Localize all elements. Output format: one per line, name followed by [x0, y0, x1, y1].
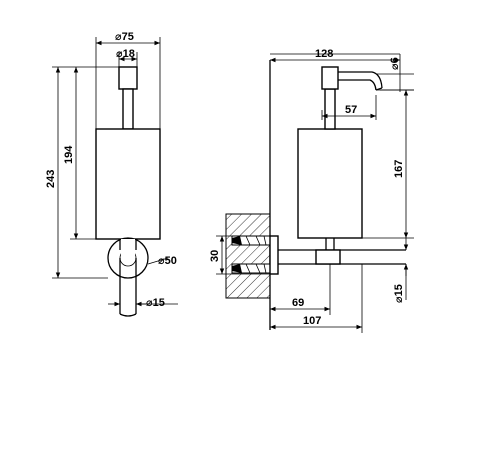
- front-pump-stem: [122, 88, 134, 130]
- dim-side-projection-69: 69: [292, 297, 304, 309]
- side-bottle-body: [297, 128, 363, 239]
- front-view: ⌀75 ⌀18 243 194 ⌀50 ⌀15: [45, 31, 178, 317]
- dim-front-bottle-height: 194: [63, 145, 75, 164]
- dim-front-overall-height: 243: [45, 170, 57, 188]
- dim-side-depth: 128: [315, 48, 333, 60]
- dim-side-spout-length: 57: [345, 104, 357, 116]
- front-pump-head: [118, 66, 138, 90]
- wall-anchors: [231, 235, 271, 274]
- dim-side-height: 167: [393, 160, 405, 178]
- front-rosette-circle: [107, 237, 149, 279]
- dim-front-tube: ⌀15: [146, 297, 165, 309]
- wall-section: [225, 213, 271, 299]
- side-rosette: [269, 235, 279, 275]
- dim-side-tube: ⌀15: [393, 284, 405, 303]
- front-bottle-body: [95, 128, 161, 240]
- dim-front-pump: ⌀18: [116, 48, 135, 60]
- dim-side-bracket: 30: [209, 250, 221, 262]
- side-view: 128 ⌀6 57 167 30 ⌀15 69 107: [209, 48, 414, 333]
- dim-side-spout-diameter: ⌀6: [389, 57, 401, 70]
- dim-front-rosette: ⌀50: [158, 255, 177, 267]
- dim-side-projection-107: 107: [303, 315, 321, 327]
- dim-front-width: ⌀75: [115, 31, 134, 43]
- side-spout: [338, 71, 383, 89]
